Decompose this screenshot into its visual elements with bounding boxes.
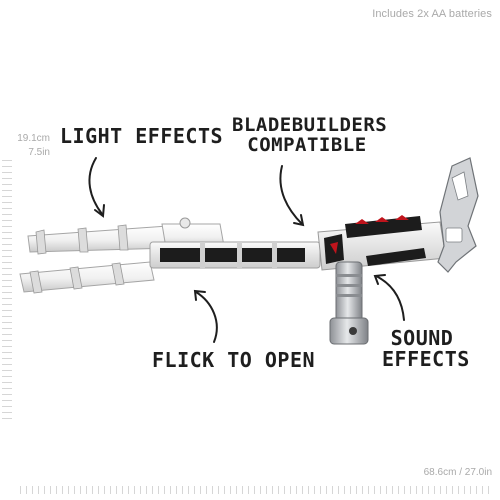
sound-effects-line1: Sound: [390, 326, 454, 350]
bladebuilders-line1: Bladebuilders: [232, 114, 388, 136]
battery-note: Includes 2x AA batteries: [372, 8, 492, 20]
arrow-flick-to-open: [195, 291, 218, 343]
arrow-head-light: [94, 204, 105, 218]
arrow-head-flick: [193, 289, 206, 301]
sound-effects-line2: Effects: [382, 347, 470, 371]
height-in: 7.5in: [28, 147, 50, 158]
vertical-ruler: [2, 160, 12, 420]
arrow-head-sound: [373, 274, 386, 285]
arrow-bladebuilders: [279, 165, 303, 225]
annotation-arrows: [88, 157, 405, 343]
bladebuilders-label: Bladebuilders Compatible: [232, 114, 388, 156]
lower-blade: [19, 261, 155, 294]
arrow-sound-effects: [375, 275, 405, 321]
sound-effects-label: Sound Effects: [382, 326, 470, 371]
flick-to-open-label: Flick to Open: [152, 348, 316, 372]
emitter-body: [317, 215, 447, 271]
bladebuilders-line2: Compatible: [247, 133, 367, 156]
chrome-grip: [329, 261, 369, 345]
center-hilt: [149, 241, 321, 269]
horizontal-ruler: [20, 486, 490, 494]
arrow-light-effects: [88, 157, 103, 215]
light-effects-label: Light Effects: [60, 124, 224, 148]
width-dimension: 68.6cm / 27.0in: [423, 467, 492, 478]
height-cm: 19.1cm: [17, 133, 50, 144]
crossguard-hook: [437, 157, 479, 273]
arrow-head-blade: [293, 214, 305, 227]
height-dimension: 19.1cm 7.5in: [10, 132, 50, 160]
